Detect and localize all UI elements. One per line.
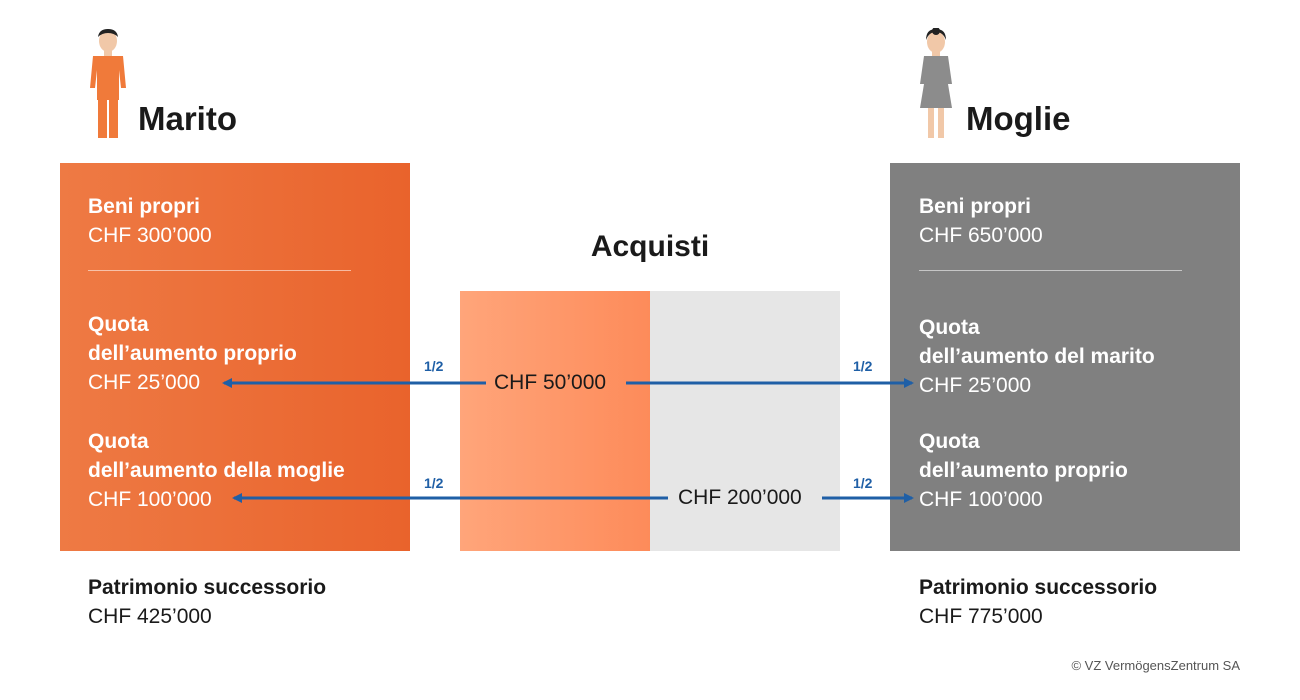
husband-share-wife: Quota dell’aumento della moglie CHF 100’… xyxy=(88,427,345,514)
wife-own-assets: Beni propri CHF 650’000 xyxy=(919,192,1043,250)
fraction-row2-left: 1/2 xyxy=(424,475,444,491)
husband-own-assets-label: Beni propri xyxy=(88,195,201,218)
wife-own-assets-value: CHF 650’000 xyxy=(919,224,1043,247)
husband-assets-box xyxy=(60,163,410,551)
husband-own-assets-value: CHF 300’000 xyxy=(88,224,212,247)
wife-share1-line1: Quota xyxy=(919,316,980,339)
husband-estate-value: CHF 425’000 xyxy=(88,605,212,628)
wife-estate-label: Patrimonio successorio xyxy=(919,576,1158,599)
wife-share2-value: CHF 100’000 xyxy=(919,488,1043,511)
husband-own-assets: Beni propri CHF 300’000 xyxy=(88,192,212,250)
husband-divider xyxy=(88,270,351,271)
husband-acquisition-amount: CHF 50’000 xyxy=(494,371,607,394)
husband-acquisitions-box xyxy=(460,291,650,551)
wife-estate-value: CHF 775’000 xyxy=(919,605,1043,628)
wife-assets-box xyxy=(890,163,1240,551)
fraction-row2-right: 1/2 xyxy=(853,475,873,491)
husband-share2-value: CHF 100’000 xyxy=(88,488,212,511)
wife-icon xyxy=(920,28,952,138)
wife-acquisition-amount: CHF 200’000 xyxy=(678,486,802,509)
husband-share1-line1: Quota xyxy=(88,313,149,336)
wife-share-husband: Quota dell’aumento del marito CHF 25’000 xyxy=(919,313,1155,400)
copyright: © VZ VermögensZentrum SA xyxy=(1071,658,1240,673)
acquisitions-title: Acquisti xyxy=(590,230,710,263)
husband-share1-line2: dell’aumento proprio xyxy=(88,342,297,365)
husband-share2-line2: dell’aumento della moglie xyxy=(88,459,345,482)
wife-share2-line1: Quota xyxy=(919,430,980,453)
fraction-row1-right: 1/2 xyxy=(853,358,873,374)
wife-share1-line2: dell’aumento del marito xyxy=(919,345,1155,368)
wife-share1-value: CHF 25’000 xyxy=(919,374,1032,397)
husband-icon xyxy=(90,29,126,138)
wife-acquisitions-box xyxy=(650,291,840,551)
wife-share2-line2: dell’aumento proprio xyxy=(919,459,1128,482)
husband-share1-value: CHF 25’000 xyxy=(88,371,201,394)
wife-title: Moglie xyxy=(966,100,1071,137)
fraction-row1-left: 1/2 xyxy=(424,358,444,374)
wife-divider xyxy=(919,270,1182,271)
wife-own-assets-label: Beni propri xyxy=(919,195,1032,218)
wife-estate: Patrimonio successorio CHF 775’000 xyxy=(919,573,1157,631)
husband-share-own: Quota dell’aumento proprio CHF 25’000 xyxy=(88,310,297,397)
husband-estate-label: Patrimonio successorio xyxy=(88,576,327,599)
wife-share-own: Quota dell’aumento proprio CHF 100’000 xyxy=(919,427,1128,514)
husband-estate: Patrimonio successorio CHF 425’000 xyxy=(88,573,326,631)
husband-share2-line1: Quota xyxy=(88,430,149,453)
husband-title: Marito xyxy=(138,100,237,137)
